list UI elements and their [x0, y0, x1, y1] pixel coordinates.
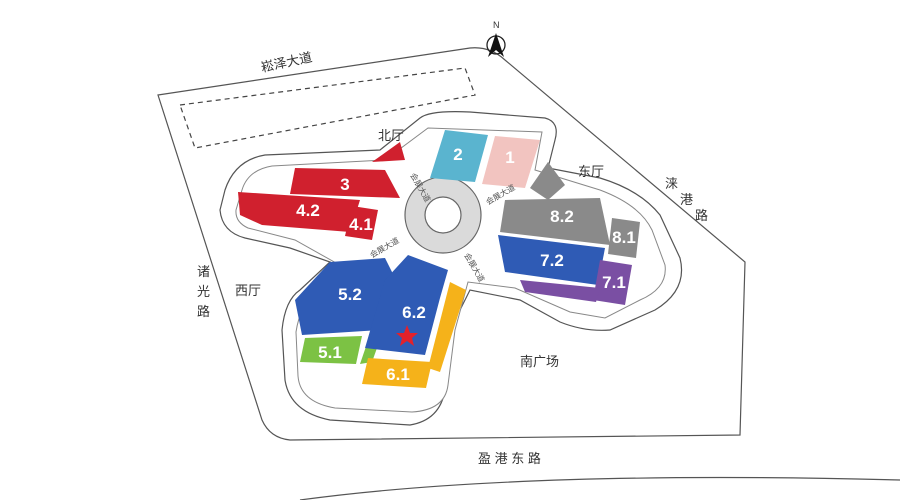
compass-letter: N: [493, 20, 500, 30]
hall-2-shape: [430, 130, 488, 182]
hall-8-1[interactable]: 8.1: [608, 218, 640, 258]
hall-5-2-shape: [295, 258, 395, 335]
hall-7-1-label: 7.1: [602, 273, 626, 292]
hall-6-1-label: 6.1: [386, 365, 410, 384]
hall-6-1[interactable]: 6.1: [362, 358, 432, 388]
east-hall-label: 东厅: [578, 164, 604, 179]
hall-4-1-label: 4.1: [349, 215, 373, 234]
hall-1-shape: [482, 136, 540, 188]
hall-6-1-strip-shape: [428, 282, 466, 372]
hall-4-2-label: 4.2: [296, 201, 320, 220]
hall-6-1-shape: [362, 358, 432, 388]
hall-2[interactable]: 2: [430, 130, 488, 182]
hall-7-1[interactable]: 7.1: [520, 260, 632, 305]
hall-5-1[interactable]: 5.1: [300, 336, 362, 364]
hall-6-2[interactable]: 6.2: [365, 255, 448, 355]
road-east-char-2: 港: [680, 192, 693, 207]
hall-8-2-shape: [500, 198, 610, 245]
hall-8-2-label: 8.2: [550, 207, 574, 226]
hall-5-2-label: 5.2: [338, 285, 362, 304]
hall-8-1-shape: [608, 218, 640, 258]
hall-7-2-label: 7.2: [540, 251, 564, 270]
hall-4-2[interactable]: 4.2: [238, 192, 360, 232]
east-hall-entrance: [530, 162, 565, 200]
hall-6-1-strip: [428, 282, 466, 372]
compass-needle: [488, 33, 504, 57]
hall-4-2-shape: [238, 192, 360, 232]
hall-7-1-extension: [520, 280, 600, 302]
compass-north-icon: N: [486, 20, 506, 57]
central-ring-inner: [424, 196, 462, 234]
south-road-curve: [299, 476, 900, 500]
west-hall-label: 西厅: [235, 283, 261, 298]
hall-7-2-shape: [498, 235, 605, 285]
north-hall-label: 北厅: [378, 128, 404, 143]
hall-6-2-shape: [365, 255, 448, 355]
hall-1-label: 1: [505, 148, 514, 167]
hall-1[interactable]: 1: [482, 136, 540, 188]
hall-4-1[interactable]: 4.1: [345, 206, 378, 240]
hall-7-2[interactable]: 7.2: [498, 235, 605, 285]
road-south-label: 盈 港 东 路: [478, 451, 541, 466]
hall-3[interactable]: 3: [290, 168, 400, 198]
hall-8-1-label: 8.1: [612, 228, 636, 247]
hall-3-label: 3: [340, 175, 349, 194]
hall-3-shape: [290, 168, 400, 198]
hall-7-1-shape: [593, 260, 632, 305]
road-east-char-3: 路: [695, 208, 708, 223]
south-plaza-label: 南广场: [520, 354, 559, 369]
hall-4-1-shape: [345, 206, 378, 240]
hall-8-2[interactable]: 8.2: [500, 198, 610, 245]
hall-2-label: 2: [453, 145, 462, 164]
hall-5-1-label: 5.1: [318, 343, 342, 362]
road-east-char-1: 涞: [665, 176, 678, 191]
hall-5-1-shape: [300, 336, 362, 364]
road-north-label: 崧泽大道: [260, 49, 314, 74]
road-west-char-2: 光: [197, 284, 210, 299]
road-west-char-3: 路: [197, 304, 210, 319]
hall-5-2[interactable]: 5.2: [295, 258, 395, 335]
hall-6-2-label: 6.2: [402, 303, 426, 322]
road-west-char-1: 诸: [197, 264, 210, 279]
north-hall-entrance: [372, 142, 405, 162]
site-boundary: [157, 47, 746, 441]
parking-area-dashed: [179, 67, 476, 149]
star-icon: [396, 325, 418, 346]
